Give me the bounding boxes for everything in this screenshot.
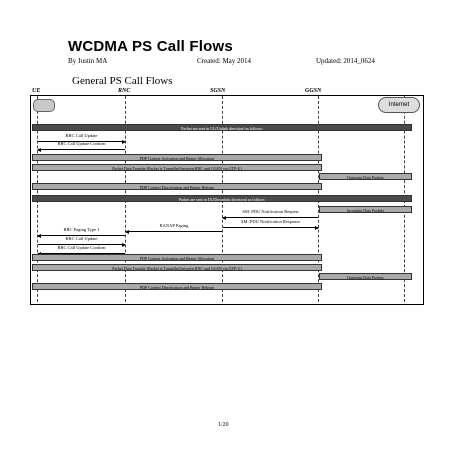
arrow-right-icon bbox=[315, 226, 319, 230]
message-rrc-call-update-confirm: RRC Call Update Confirm bbox=[37, 141, 125, 152]
bar-pdp-activation-ul: PDP Context Activation and Bearer Alloca… bbox=[32, 154, 322, 161]
message-pdu-notification-response: SM: PDU Notification Response bbox=[223, 219, 319, 230]
message-rrc-call-update-confirm-dl: RRC Call Update Confirm bbox=[37, 245, 125, 256]
message-rrc-call-update: RRC Call Update bbox=[38, 133, 126, 144]
bar-pdp-deactivation-ul: PDP Context Deactivation and Bearer Rele… bbox=[32, 183, 322, 190]
message-line bbox=[38, 244, 125, 245]
message-label: RRC Call Update Confirm bbox=[57, 245, 106, 250]
message-line bbox=[38, 253, 125, 254]
message-label: RRC Paging Type 1 bbox=[63, 227, 100, 232]
updated-date: Updated: 2014_0624 bbox=[316, 57, 375, 65]
bar-packet-transfer-dl: Packet Data Transfer (Packet is Tunnelle… bbox=[32, 264, 322, 271]
message-line bbox=[38, 141, 125, 142]
bar-pdp-activation-dl: PDP Context Activation and Bearer Alloca… bbox=[32, 254, 322, 261]
bar-outgoing-packets-ul: Outgoing Data Packets bbox=[319, 173, 412, 180]
uplink-section-header: Packet are sent in UL(Uplink direction) … bbox=[32, 124, 412, 131]
lane-label-ue: UE bbox=[32, 88, 41, 94]
bar-outgoing-packets-dl: Outgoing Data Packets bbox=[319, 273, 412, 280]
message-rrc-paging-type-1: RRC Paging Type 1 bbox=[37, 227, 125, 238]
created-date: Created: May 2014 bbox=[197, 57, 252, 65]
section-title: General PS Call Flows bbox=[72, 75, 173, 87]
message-ranap-paging: RANAP Paging bbox=[125, 223, 222, 234]
arrow-right-icon bbox=[122, 140, 126, 144]
message-line bbox=[38, 235, 125, 236]
bar-packet-transfer-ul: Packet Data Transfer (Packet is Tunnelle… bbox=[32, 164, 322, 171]
arrow-left-icon bbox=[222, 216, 226, 220]
lane-label-ggsn: GGSN bbox=[305, 88, 322, 94]
bar-pdp-deactivation-dl: PDP Context Deactivation and Bearer Rele… bbox=[32, 283, 322, 290]
arrow-left-icon bbox=[37, 148, 41, 152]
message-line bbox=[38, 149, 125, 150]
arrow-right-icon bbox=[122, 243, 126, 247]
call-flow-diagram bbox=[30, 95, 424, 305]
message-label: RANAP Paging bbox=[159, 223, 189, 228]
author-text: By Justin MA bbox=[68, 57, 108, 65]
arrow-left-icon bbox=[125, 230, 129, 234]
downlink-section-header: Packet are sent in DL(Downlink direction… bbox=[32, 195, 412, 202]
message-label: RRC Call Update bbox=[65, 133, 98, 138]
message-line bbox=[126, 231, 222, 232]
message-rrc-call-update-dl: RRC Call Update bbox=[38, 236, 126, 247]
message-label: SM: PDU Notification Request bbox=[242, 209, 299, 214]
message-line bbox=[223, 227, 318, 228]
message-pdu-notification-request: SM: PDU Notification Request bbox=[222, 209, 318, 220]
bar-incoming-packets: Incoming Data Packets bbox=[319, 206, 412, 213]
message-label: SM: PDU Notification Response bbox=[240, 219, 301, 224]
page-number: 1/20 bbox=[218, 422, 229, 428]
message-line bbox=[223, 217, 318, 218]
document-title: WCDMA PS Call Flows bbox=[68, 38, 233, 55]
message-label: RRC Call Update bbox=[65, 236, 98, 241]
lane-label-rnc: RNC bbox=[118, 88, 131, 94]
message-label: RRC Call Update Confirm bbox=[57, 141, 106, 146]
arrow-left-icon bbox=[37, 234, 41, 238]
lane-label-sgsn: SGSN bbox=[210, 88, 226, 94]
ue-phone-icon bbox=[33, 99, 55, 112]
internet-cloud-icon: Internet bbox=[378, 97, 420, 113]
